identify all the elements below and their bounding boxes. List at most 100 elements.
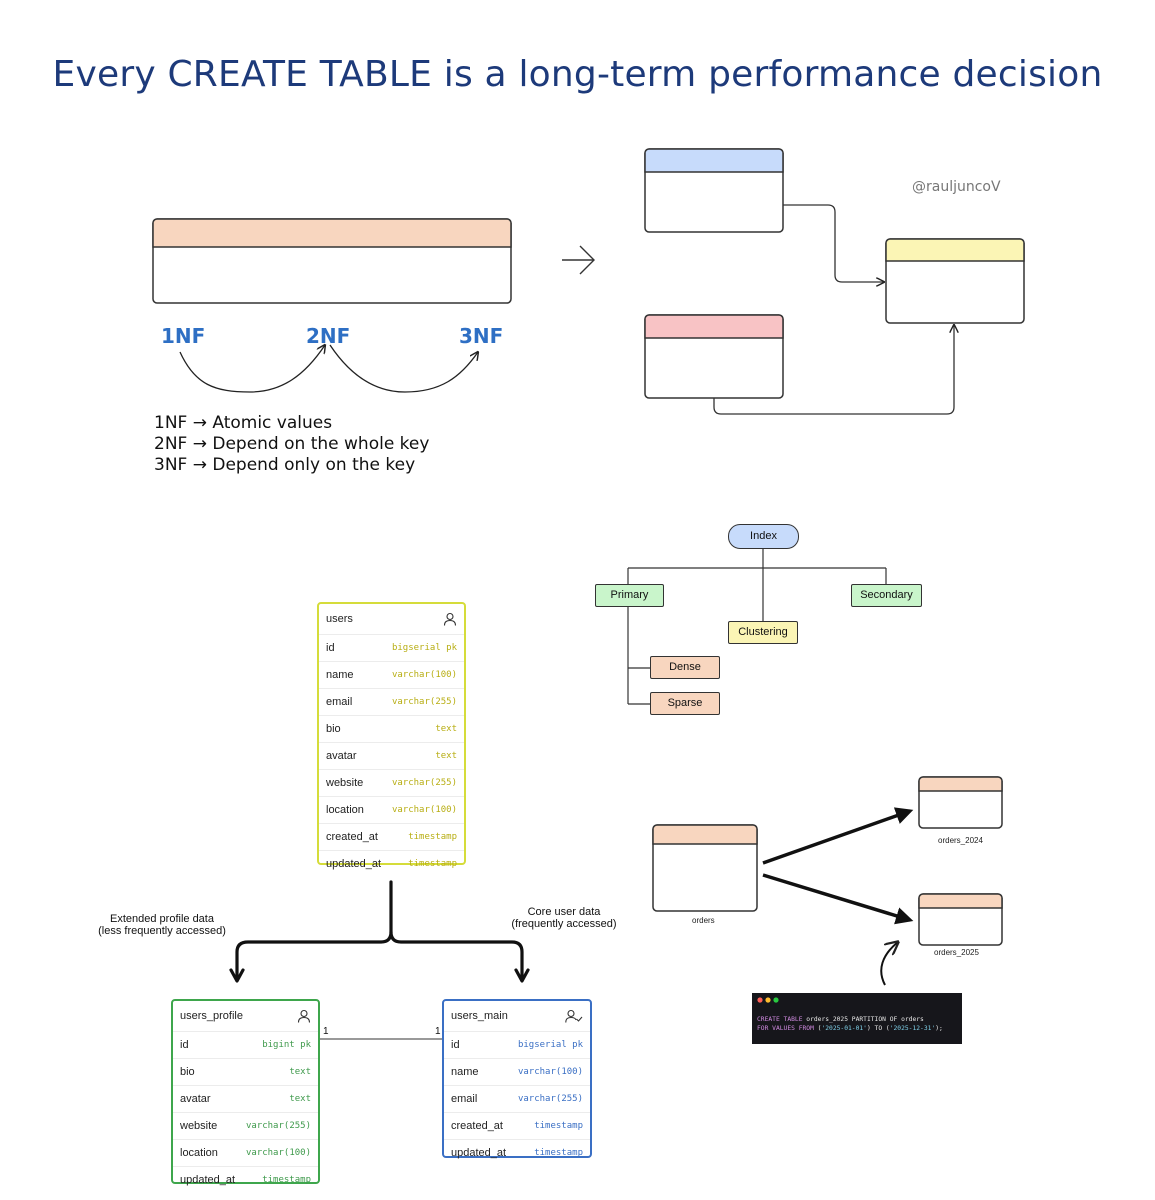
nf-definition-2: 2NF → Depend on the whole key — [154, 434, 430, 454]
table-row: website varchar(255) — [173, 1112, 318, 1139]
column-type: varchar(255) — [391, 778, 457, 788]
column-type: timestamp — [262, 1175, 311, 1185]
normalize-arrow-icon — [562, 245, 595, 275]
orders-table — [652, 824, 758, 912]
column-type: bigint pk — [262, 1040, 311, 1050]
split-label-main-line-2: (frequently accessed) — [511, 918, 617, 930]
column-type: text — [289, 1067, 311, 1077]
er-table-title: users_main — [451, 1010, 508, 1022]
wide-table — [152, 218, 512, 304]
column-name: website — [326, 777, 364, 789]
fk-arrow-blue — [783, 204, 884, 282]
er-table-header: users_main — [444, 1001, 590, 1031]
partition-arrow-2025 — [762, 873, 914, 925]
er-table-title: users_profile — [180, 1010, 243, 1022]
author-handle: @rauljuncoV — [912, 179, 1001, 195]
nf-definition-3: 3NF → Depend only on the key — [154, 455, 416, 475]
column-type: varchar(100) — [391, 805, 457, 815]
column-name: updated_at — [326, 858, 382, 870]
column-name: location — [180, 1147, 218, 1159]
nf-label-3: 3NF — [459, 324, 504, 348]
table-row: bio text — [319, 715, 464, 742]
split-label-profile: Extended profile data (less frequently a… — [96, 913, 228, 937]
column-type: varchar(255) — [245, 1121, 311, 1131]
user-check-icon — [565, 1009, 583, 1023]
index-node-secondary: Secondary — [851, 584, 922, 607]
table-row: avatar text — [319, 742, 464, 769]
nf-definition-1: 1NF → Atomic values — [154, 413, 333, 433]
table-row: website varchar(255) — [319, 769, 464, 796]
column-type: timestamp — [534, 1121, 583, 1131]
column-type: text — [435, 724, 457, 734]
code-line-2: FOR VALUES FROM ('2025-01-01') TO ('2025… — [757, 1025, 943, 1032]
one-to-one-relation — [316, 1037, 446, 1041]
table-row: email varchar(255) — [319, 688, 464, 715]
column-name: email — [326, 696, 353, 708]
er-table-title: users — [326, 613, 353, 625]
relation-cardinality-left: 1 — [323, 1026, 329, 1037]
fk-arrow-pink — [713, 325, 954, 415]
table-row: name varchar(100) — [319, 661, 464, 688]
column-name: website — [180, 1120, 218, 1132]
blue-table — [644, 148, 784, 233]
split-label-main: Core user data (frequently accessed) — [503, 906, 625, 930]
split-arrows — [229, 880, 530, 983]
column-name: email — [451, 1093, 478, 1105]
table-row: location varchar(100) — [319, 796, 464, 823]
index-node-primary: Primary — [595, 584, 664, 607]
er-table-header: users_profile — [173, 1001, 318, 1031]
column-name: avatar — [180, 1093, 211, 1105]
column-name: id — [451, 1039, 460, 1051]
code-snippet: CREATE TABLE orders_2025 PARTITION OF or… — [752, 993, 962, 1044]
split-label-profile-line-1: Extended profile data — [110, 913, 214, 925]
index-node-dense: Dense — [650, 656, 720, 679]
column-type: bigserial pk — [391, 643, 457, 653]
column-name: created_at — [326, 831, 378, 843]
user-icon — [297, 1009, 311, 1023]
relation-cardinality-right: 1 — [435, 1026, 441, 1037]
column-name: name — [451, 1066, 479, 1078]
column-type: text — [435, 751, 457, 761]
index-node-root: Index — [728, 524, 799, 549]
column-name: updated_at — [180, 1174, 236, 1186]
orders-2024-caption: orders_2024 — [938, 836, 983, 845]
column-type: varchar(100) — [391, 670, 457, 680]
column-type: varchar(255) — [517, 1094, 583, 1104]
user-icon — [443, 612, 457, 626]
nf-label-2: 2NF — [306, 324, 351, 348]
column-name: updated_at — [451, 1147, 507, 1159]
column-type: varchar(255) — [391, 697, 457, 707]
column-name: bio — [326, 723, 341, 735]
nf-arc-2 — [329, 344, 478, 393]
orders-2025-table — [918, 893, 1003, 946]
partition-arrow-2024 — [762, 807, 914, 865]
yellow-table — [885, 238, 1025, 324]
column-type: timestamp — [408, 859, 457, 869]
er-table-header: users — [319, 604, 464, 634]
pink-table — [644, 314, 784, 399]
nf-label-1: 1NF — [161, 324, 206, 348]
column-type: timestamp — [534, 1148, 583, 1158]
index-node-clustering: Clustering — [728, 621, 798, 644]
table-row: created_at timestamp — [319, 823, 464, 850]
column-name: avatar — [326, 750, 357, 762]
column-name: location — [326, 804, 364, 816]
page-title: Every CREATE TABLE is a long-term perfor… — [52, 54, 1103, 95]
orders-caption: orders — [692, 916, 715, 925]
er-table-users: users id bigserial pk name varchar(100) emai… — [317, 602, 466, 870]
table-row: id bigserial pk — [319, 634, 464, 661]
table-row: name varchar(100) — [444, 1058, 590, 1085]
column-type: timestamp — [408, 832, 457, 842]
split-label-main-line-1: Core user data — [527, 906, 601, 918]
column-type: varchar(100) — [517, 1067, 583, 1077]
column-name: id — [326, 642, 335, 654]
column-name: name — [326, 669, 354, 681]
